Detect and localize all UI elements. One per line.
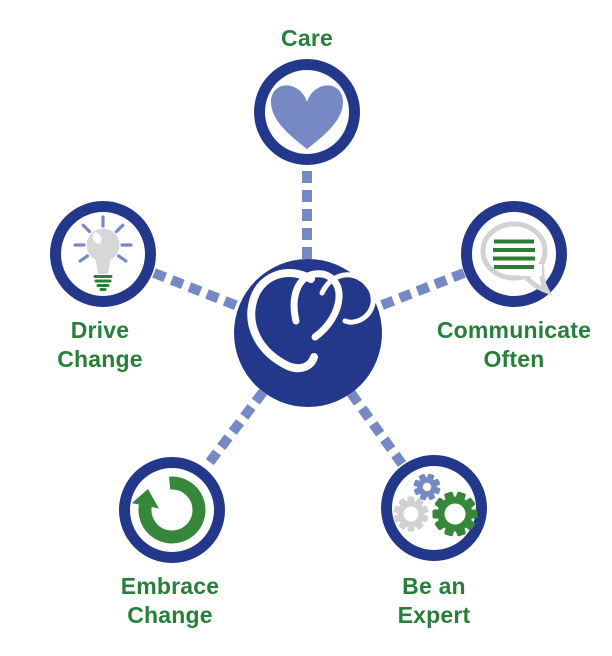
communicate-often-label: Communicate Often — [436, 317, 592, 372]
connector-be-an-expert — [346, 390, 407, 467]
node-circle-be-an-expert — [381, 455, 487, 561]
connector-embrace-change — [202, 388, 267, 471]
lightbulb-icon — [73, 215, 133, 291]
node-circle-care — [254, 59, 360, 165]
connectors — [152, 171, 466, 471]
node-circle-embrace-change — [119, 457, 225, 563]
gears-icon — [393, 473, 478, 537]
be-an-expert-label: Be an Expert — [397, 573, 471, 628]
connector-communicate-often — [375, 268, 466, 312]
drive-change-label: Drive Change — [57, 317, 143, 372]
connector-drive-change — [152, 268, 242, 312]
node-circle-drive-change — [50, 201, 156, 307]
swoosh-hearts-logo-icon — [247, 269, 376, 373]
embrace-change-label: Embrace Change — [120, 573, 220, 628]
heart-icon — [271, 85, 343, 149]
care-label: Care — [281, 25, 333, 51]
hub-circle — [234, 259, 382, 407]
speech-bubble-icon — [480, 221, 553, 296]
refresh-arrow-icon — [131, 476, 206, 544]
embrace-change-ring — [119, 457, 225, 563]
node-circle-communicate-often — [461, 201, 567, 307]
hub-background — [234, 259, 382, 407]
